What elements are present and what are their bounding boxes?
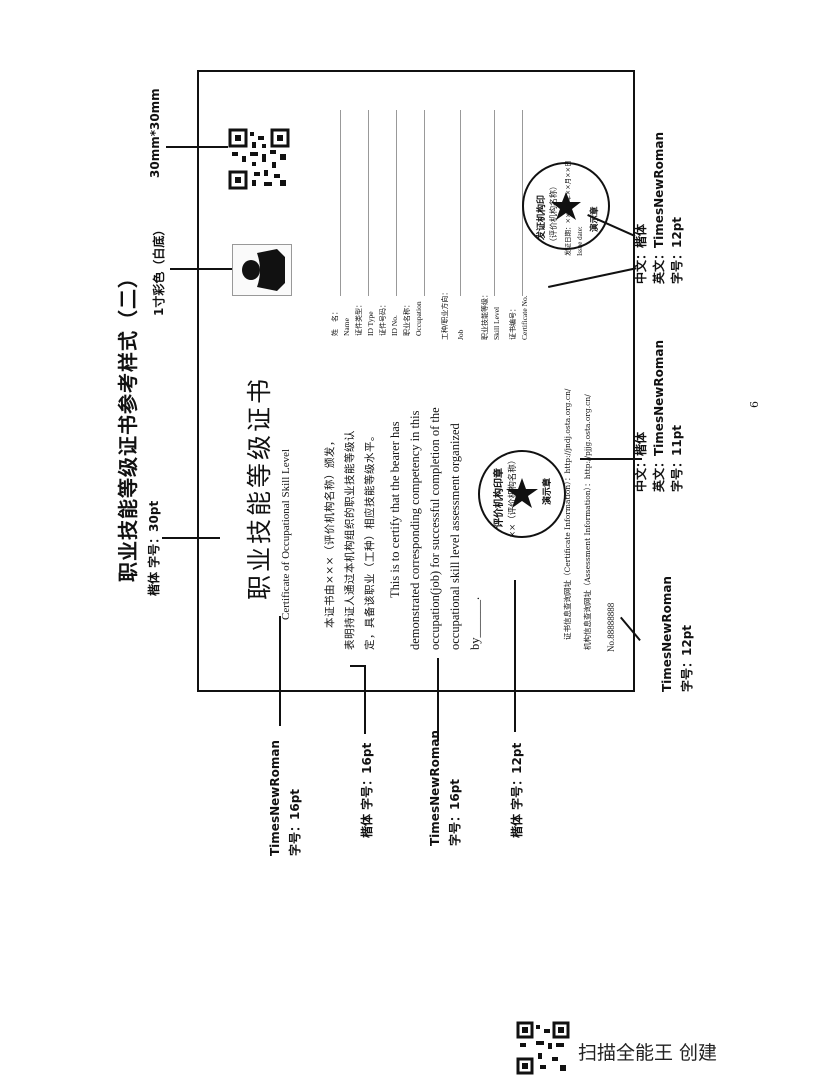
body-en-line-3: occupation(job) for successful completio… (428, 407, 442, 650)
body-en-line-5: by______. (468, 596, 482, 650)
star-icon (506, 478, 538, 508)
leader-line (580, 458, 642, 460)
annotation-en-title-font-2: 字号：16pt (288, 788, 302, 856)
annotation-no-font-1: TimesNewRoman (660, 576, 674, 692)
field-id-type-en: ID Type (366, 311, 375, 336)
footer-qr-code (516, 1021, 570, 1075)
annotation-photo: 1寸彩色（白底） (152, 223, 166, 316)
leader-line (162, 537, 220, 539)
assessment-info-url: 机构信息查询网址（Assessment Information）：http://… (583, 394, 592, 650)
annotation-query-font-3: 字号：11pt (670, 424, 684, 492)
field-job-en: Job (456, 329, 465, 340)
field-job-cn: 工种/职业方向： (441, 288, 449, 340)
annotation-query-font-1: 中文：楷体 (634, 431, 648, 492)
photo-placeholder (232, 244, 292, 296)
field-line (494, 110, 495, 296)
field-id-no-cn: 证件号码： (379, 301, 387, 336)
body-cn-line-3: 定，具备该职业（工种）相应技能等级水平。 (364, 430, 376, 650)
cert-info-url: 证书信息查询网址（Certificate Information）：http:/… (563, 388, 572, 640)
issuer-stamp-left (478, 450, 566, 538)
leader-line (364, 666, 366, 734)
annotation-fields-font-1: 中文：楷体 (634, 223, 648, 284)
leader-line (350, 665, 366, 667)
annotation-body-en-font-1: TimesNewRoman (428, 730, 442, 846)
field-id-type-cn: 证件类型： (355, 301, 363, 336)
leader-line (279, 616, 281, 726)
body-cn-line-2: 表明持证人通过本机构组织的职业技能等级认 (344, 430, 356, 650)
field-name-cn: 姓 名： (331, 308, 339, 336)
annotation-body-en-font-2: 字号：16pt (448, 778, 462, 846)
stamp-right-side-text: （评价机构名称） (549, 182, 558, 246)
stamp-left-bottom-text: 演示章 (543, 477, 553, 505)
annotation-stamp-font: 楷体 字号：12pt (510, 742, 524, 838)
annotation-no-font-2: 字号：12pt (680, 624, 694, 692)
certificate-number: No.88888888 (606, 602, 616, 652)
annotation-body-cn-font: 楷体 字号：16pt (360, 742, 374, 838)
field-line (368, 110, 369, 296)
certificate-frame (197, 70, 635, 692)
portrait-silhouette-icon (242, 249, 285, 291)
leader-line (170, 268, 232, 270)
stamp-right-top-text: 发证机构印 (537, 194, 547, 240)
page-title: 职业技能等级证书参考样式（二） (116, 267, 140, 582)
annotation-query-font-2: 英文：TimesNewRoman (652, 340, 666, 492)
field-id-no-en: ID No. (390, 315, 399, 336)
field-line (460, 110, 461, 296)
issue-date-en: Issue date: (576, 226, 584, 256)
field-line (340, 110, 341, 296)
certificate-qr-code (228, 128, 290, 190)
annotation-title-font: 楷体 字号：30pt (147, 500, 161, 596)
qr-code-icon (516, 1021, 570, 1075)
body-en-line-4: occupational skill level assessment orga… (448, 423, 462, 650)
annotation-fields-font-2: 英文：TimesNewRoman (652, 132, 666, 284)
page-number: 6 (748, 401, 761, 408)
issue-date-cn: 发证日期：××××年××月××日 (564, 160, 572, 256)
field-occupation-en: Occupation (414, 301, 423, 336)
annotation-fields-font-3: 字号：12pt (670, 216, 684, 284)
field-line (396, 110, 397, 296)
footer-app-label: 扫描全能王 创建 (578, 1042, 718, 1064)
field-skill-level-cn: 职业技能等级： (481, 291, 489, 340)
certificate-title-cn: 职业技能等级证书 (245, 375, 274, 600)
field-occupation-cn: 职业名称： (403, 301, 411, 336)
annotation-en-title-font-1: TimesNewRoman (268, 740, 282, 856)
issuer-stamp-right (522, 162, 610, 250)
field-cert-no-en: Certificate No. (520, 295, 529, 340)
field-cert-no-cn: 证书编号： (509, 305, 517, 340)
leader-line (514, 580, 516, 732)
annotation-qr-size: 30mm*30mm (148, 88, 162, 178)
leader-line (166, 146, 228, 148)
body-cn-line-1: 本证书由×××（评价机构名称）颁发， (324, 435, 336, 628)
certificate-title-en: Certificate of Occupational Skill Level (280, 448, 292, 620)
field-line (424, 110, 425, 296)
field-name-en: Name (342, 318, 351, 336)
qr-code-icon (228, 128, 290, 190)
field-skill-level-en: Skill Level (492, 306, 501, 340)
leader-line (437, 658, 439, 740)
body-en-line-1: This is to certify that the bearer has (388, 421, 402, 598)
stamp-left-side-text: ××（评价机构名称） (508, 455, 518, 538)
stamp-left-top-text: 评价机构印章 (494, 468, 505, 528)
body-en-line-2: demonstrated corresponding competency in… (408, 410, 422, 650)
star-icon (551, 192, 581, 220)
